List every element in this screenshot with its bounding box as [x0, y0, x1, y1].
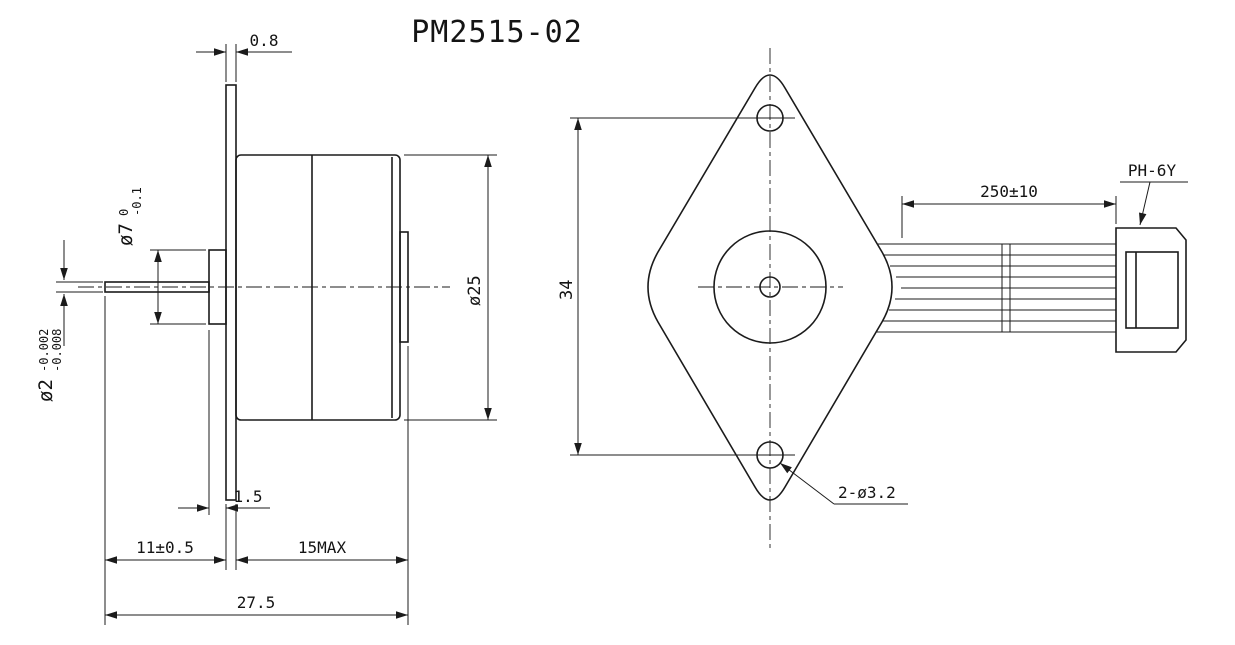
front-view: 34 2-ø3.2 250±10	[557, 48, 1188, 548]
dim-boss-tol-lower: -0.1	[130, 187, 144, 216]
dim-shaft-diameter: ø2 -0.002 -0.008	[35, 240, 103, 402]
rear-boss-side	[399, 231, 409, 343]
flange-front-outline	[570, 48, 893, 548]
dim-boss-tol-upper: 0	[117, 209, 131, 216]
dim-lead-length-text: 250±10	[980, 182, 1038, 201]
side-view: 0.8 ø7 0 -0.1 ø2 -0.002 -0.008	[35, 31, 497, 625]
dim-flange-thickness: 0.8	[196, 31, 292, 82]
dim-shaft-diameter-text: ø2	[35, 379, 57, 402]
dim-shaft-length: 11±0.5	[104, 296, 226, 625]
flange-diamond	[647, 74, 893, 501]
dim-shaft-tol-upper: -0.002	[37, 329, 51, 372]
dim-overall-length: 27.5	[105, 593, 408, 619]
dim-body-diameter-text: ø25	[465, 275, 485, 306]
dim-body-diameter: ø25	[404, 154, 497, 421]
connector-outline	[1115, 227, 1187, 353]
motor-side-outline	[78, 84, 450, 501]
dim-body-length-text: 15MAX	[298, 538, 347, 557]
connector-housing	[1115, 227, 1187, 353]
callout-connector: PH-6Y	[1120, 161, 1188, 226]
dim-boss-diameter: ø7 0 -0.1	[115, 187, 206, 325]
callout-mounting-holes-text: 2-ø3.2	[838, 483, 896, 502]
dim-shaft-tol-lower: -0.008	[50, 329, 64, 372]
dim-hole-spacing: 34	[557, 118, 582, 455]
dim-boss-length-text: 1.5	[234, 487, 263, 506]
mounting-flange-side	[225, 84, 237, 501]
callout-mounting-holes: 2-ø3.2	[779, 462, 908, 505]
dim-boss-diameter-text: ø7	[115, 223, 137, 246]
drawing-title: PM2515-02	[411, 15, 583, 50]
dim-body-length: 15MAX	[235, 346, 409, 625]
dim-boss-length: 1.5	[178, 330, 270, 570]
callout-connector-text: PH-6Y	[1128, 161, 1177, 180]
dim-shaft-length-text: 11±0.5	[136, 538, 194, 557]
dim-lead-length: 250±10	[901, 182, 1117, 238]
dim-overall-length-text: 27.5	[237, 593, 276, 612]
motor-body-side	[235, 154, 401, 421]
dim-hole-spacing-text: 34	[557, 280, 577, 300]
connector-opening	[1125, 251, 1179, 329]
shaft-circle	[759, 276, 781, 298]
pilot-boss-circle	[713, 230, 827, 344]
dim-flange-thickness-text: 0.8	[250, 31, 279, 50]
lead-wires	[876, 243, 1116, 333]
